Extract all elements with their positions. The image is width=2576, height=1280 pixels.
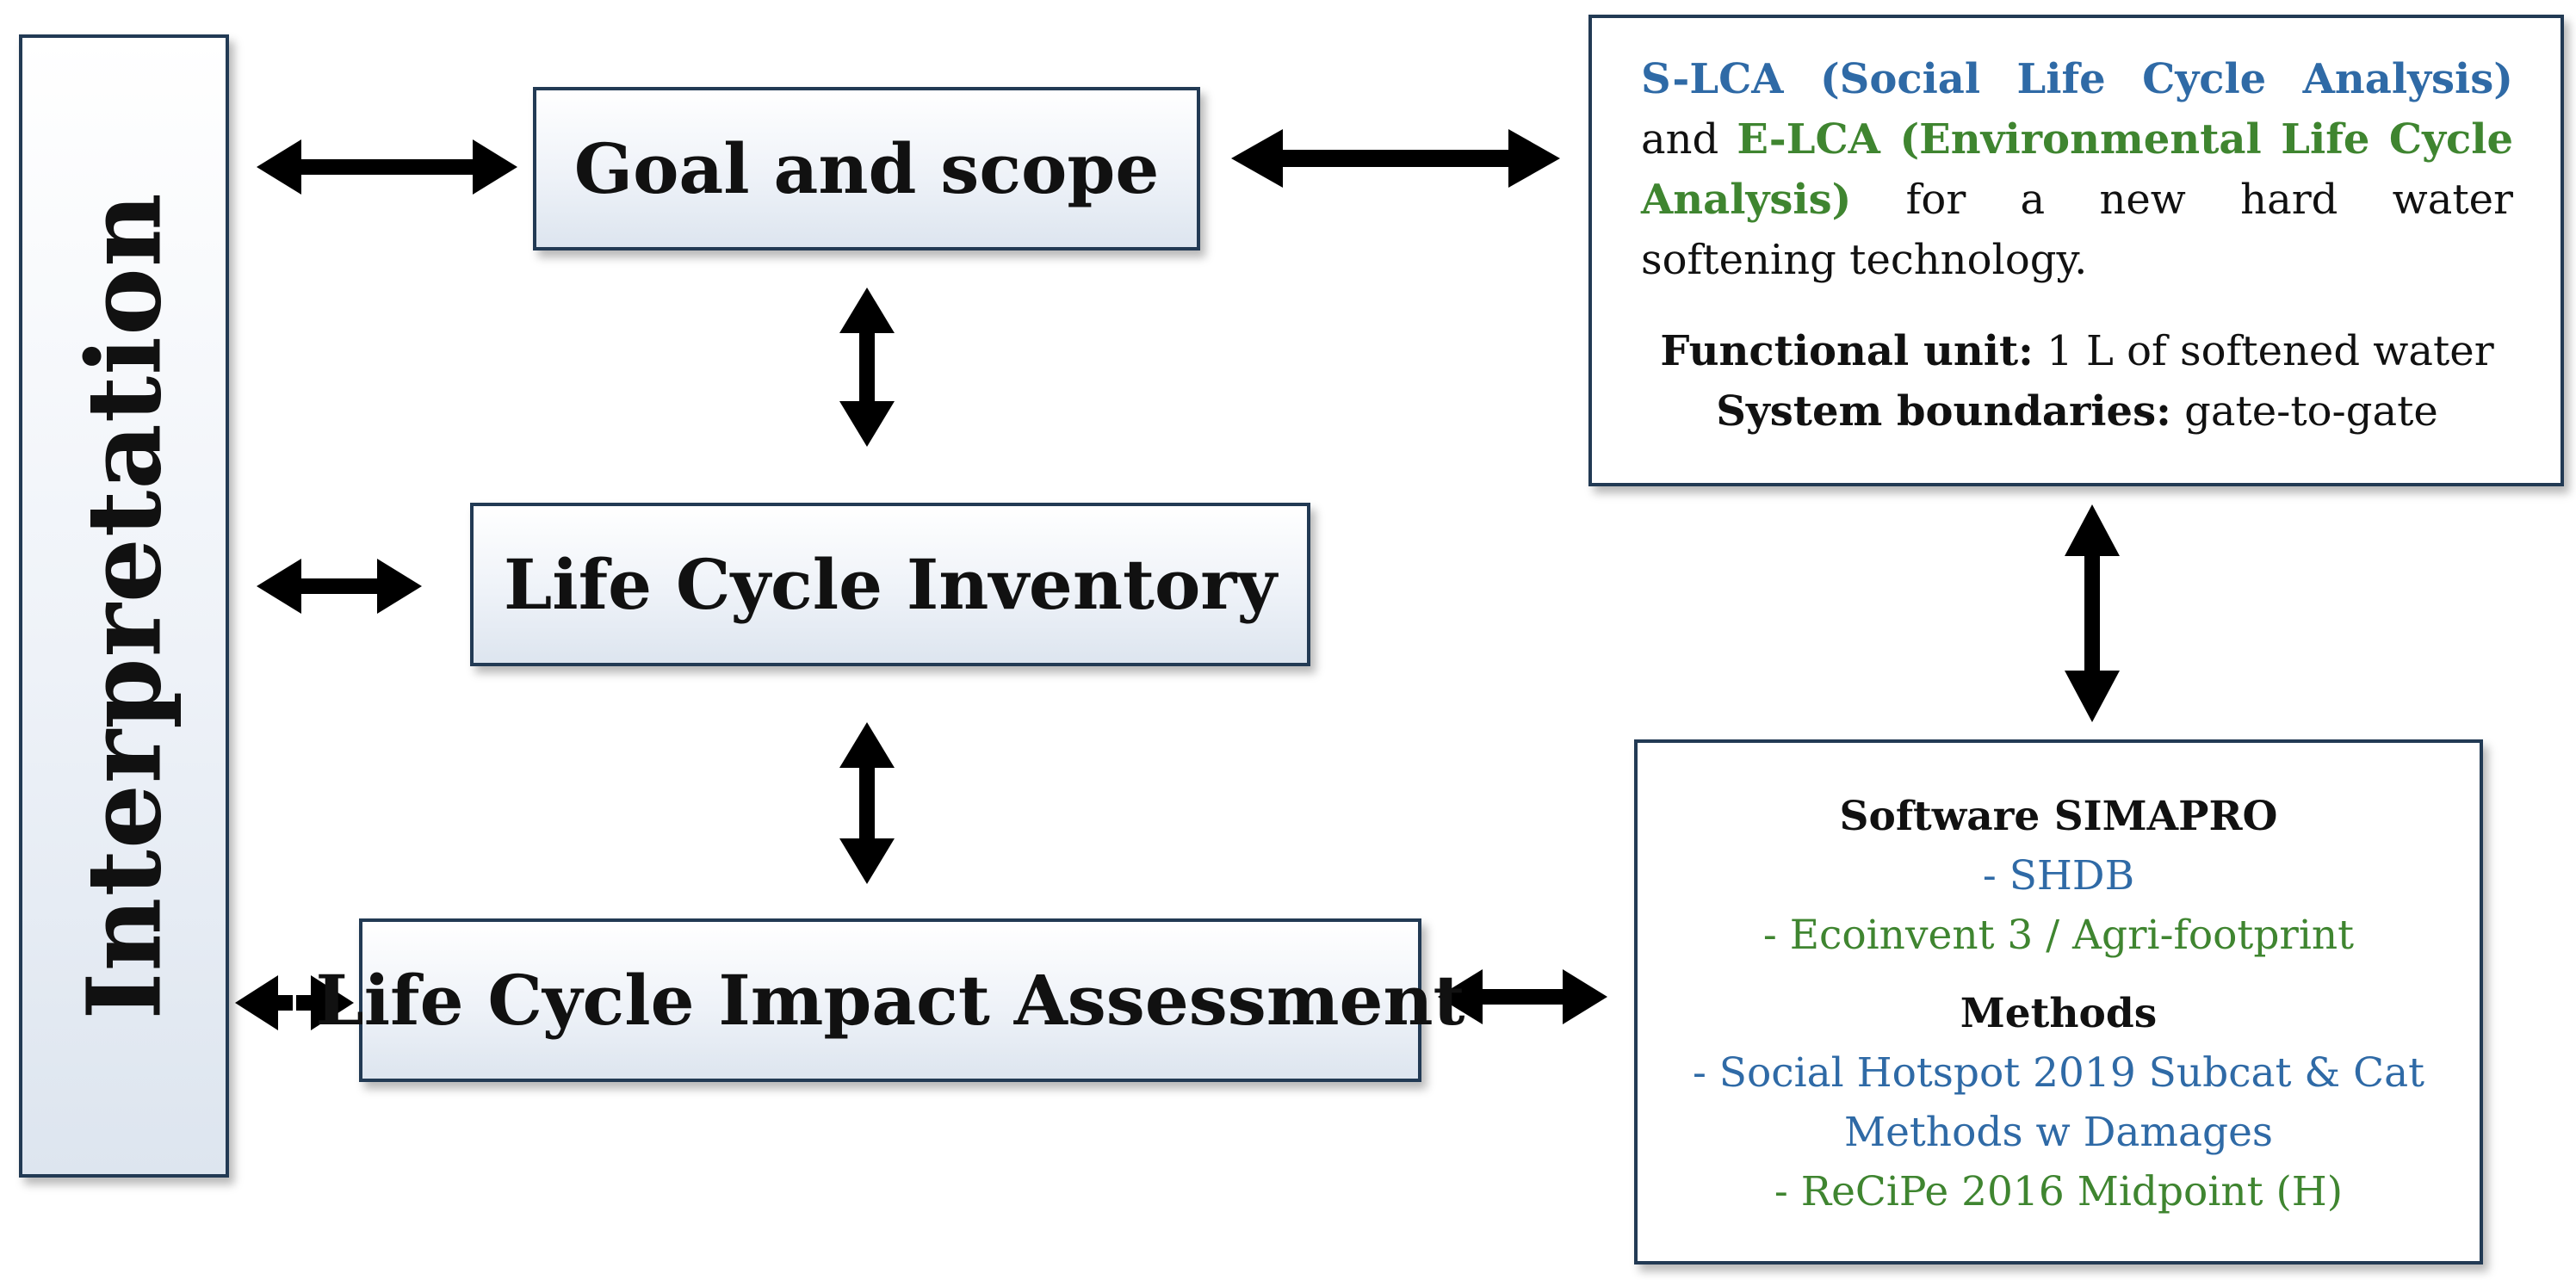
scope-rest-text: for a new hard water softening technolog… [1641,176,2513,284]
methods-heading: Methods [1960,990,2158,1037]
and-text: and [1641,115,1719,164]
arrow-scope-software [2065,504,2120,722]
life-cycle-inventory-box: Life Cycle Inventory [470,503,1310,666]
slca-term: S-LCA (Social Life Cycle Analysis) [1641,55,2513,103]
elca-term: E-LCA (Environmental Life Cycle Analysis… [1641,115,2513,224]
functional-unit-label: Functional unit: [1660,327,2034,375]
arrow-inventory-impact [839,722,895,884]
database-ecoinvent: - Ecoinvent 3 / Agri-footprint [1762,912,2355,959]
interpretation-box: Interpretation [19,34,229,1178]
scope-description-box: S-LCA (Social Life Cycle Analysis) and E… [1588,15,2564,486]
method-recipe: - ReCiPe 2016 Midpoint (H) [1774,1168,2344,1215]
arrow-goal-inventory [839,288,895,447]
software-heading: Software SIMAPRO [1839,793,2278,840]
life-cycle-impact-assessment-label: Life Cycle Impact Assessment [315,960,1465,1041]
arrow-goal-scope-box [1231,129,1560,188]
functional-unit-value: 1 L of softened water [2047,327,2494,375]
arrow-interpretation-goal [257,139,517,195]
goal-and-scope-box: Goal and scope [533,87,1200,250]
database-shdb: - SHDB [1982,852,2135,900]
arrow-interpretation-inventory [257,559,422,614]
life-cycle-impact-assessment-box: Life Cycle Impact Assessment [316,918,1464,1082]
method-social-hotspot-line2: Methods w Damages [1843,1109,2274,1156]
goal-and-scope-label: Goal and scope [573,128,1160,209]
arrow-impact-software-box [1438,969,1607,1024]
software-methods-box: Software SIMAPRO - SHDB - Ecoinvent 3 / … [1634,739,2483,1265]
system-boundaries-line: System boundaries: gate-to-gate [1641,381,2513,442]
method-social-hotspot-line1: - Social Hotspot 2019 Subcat & Cat [1692,1049,2425,1097]
life-cycle-inventory-label: Life Cycle Inventory [504,544,1277,625]
functional-unit-line: Functional unit: 1 L of softened water [1641,321,2513,381]
system-boundaries-value: gate-to-gate [2184,387,2438,436]
system-boundaries-label: System boundaries: [1716,387,2171,436]
interpretation-label: Interpretation [64,192,184,1020]
scope-intro-paragraph: S-LCA (Social Life Cycle Analysis) and E… [1641,49,2513,290]
